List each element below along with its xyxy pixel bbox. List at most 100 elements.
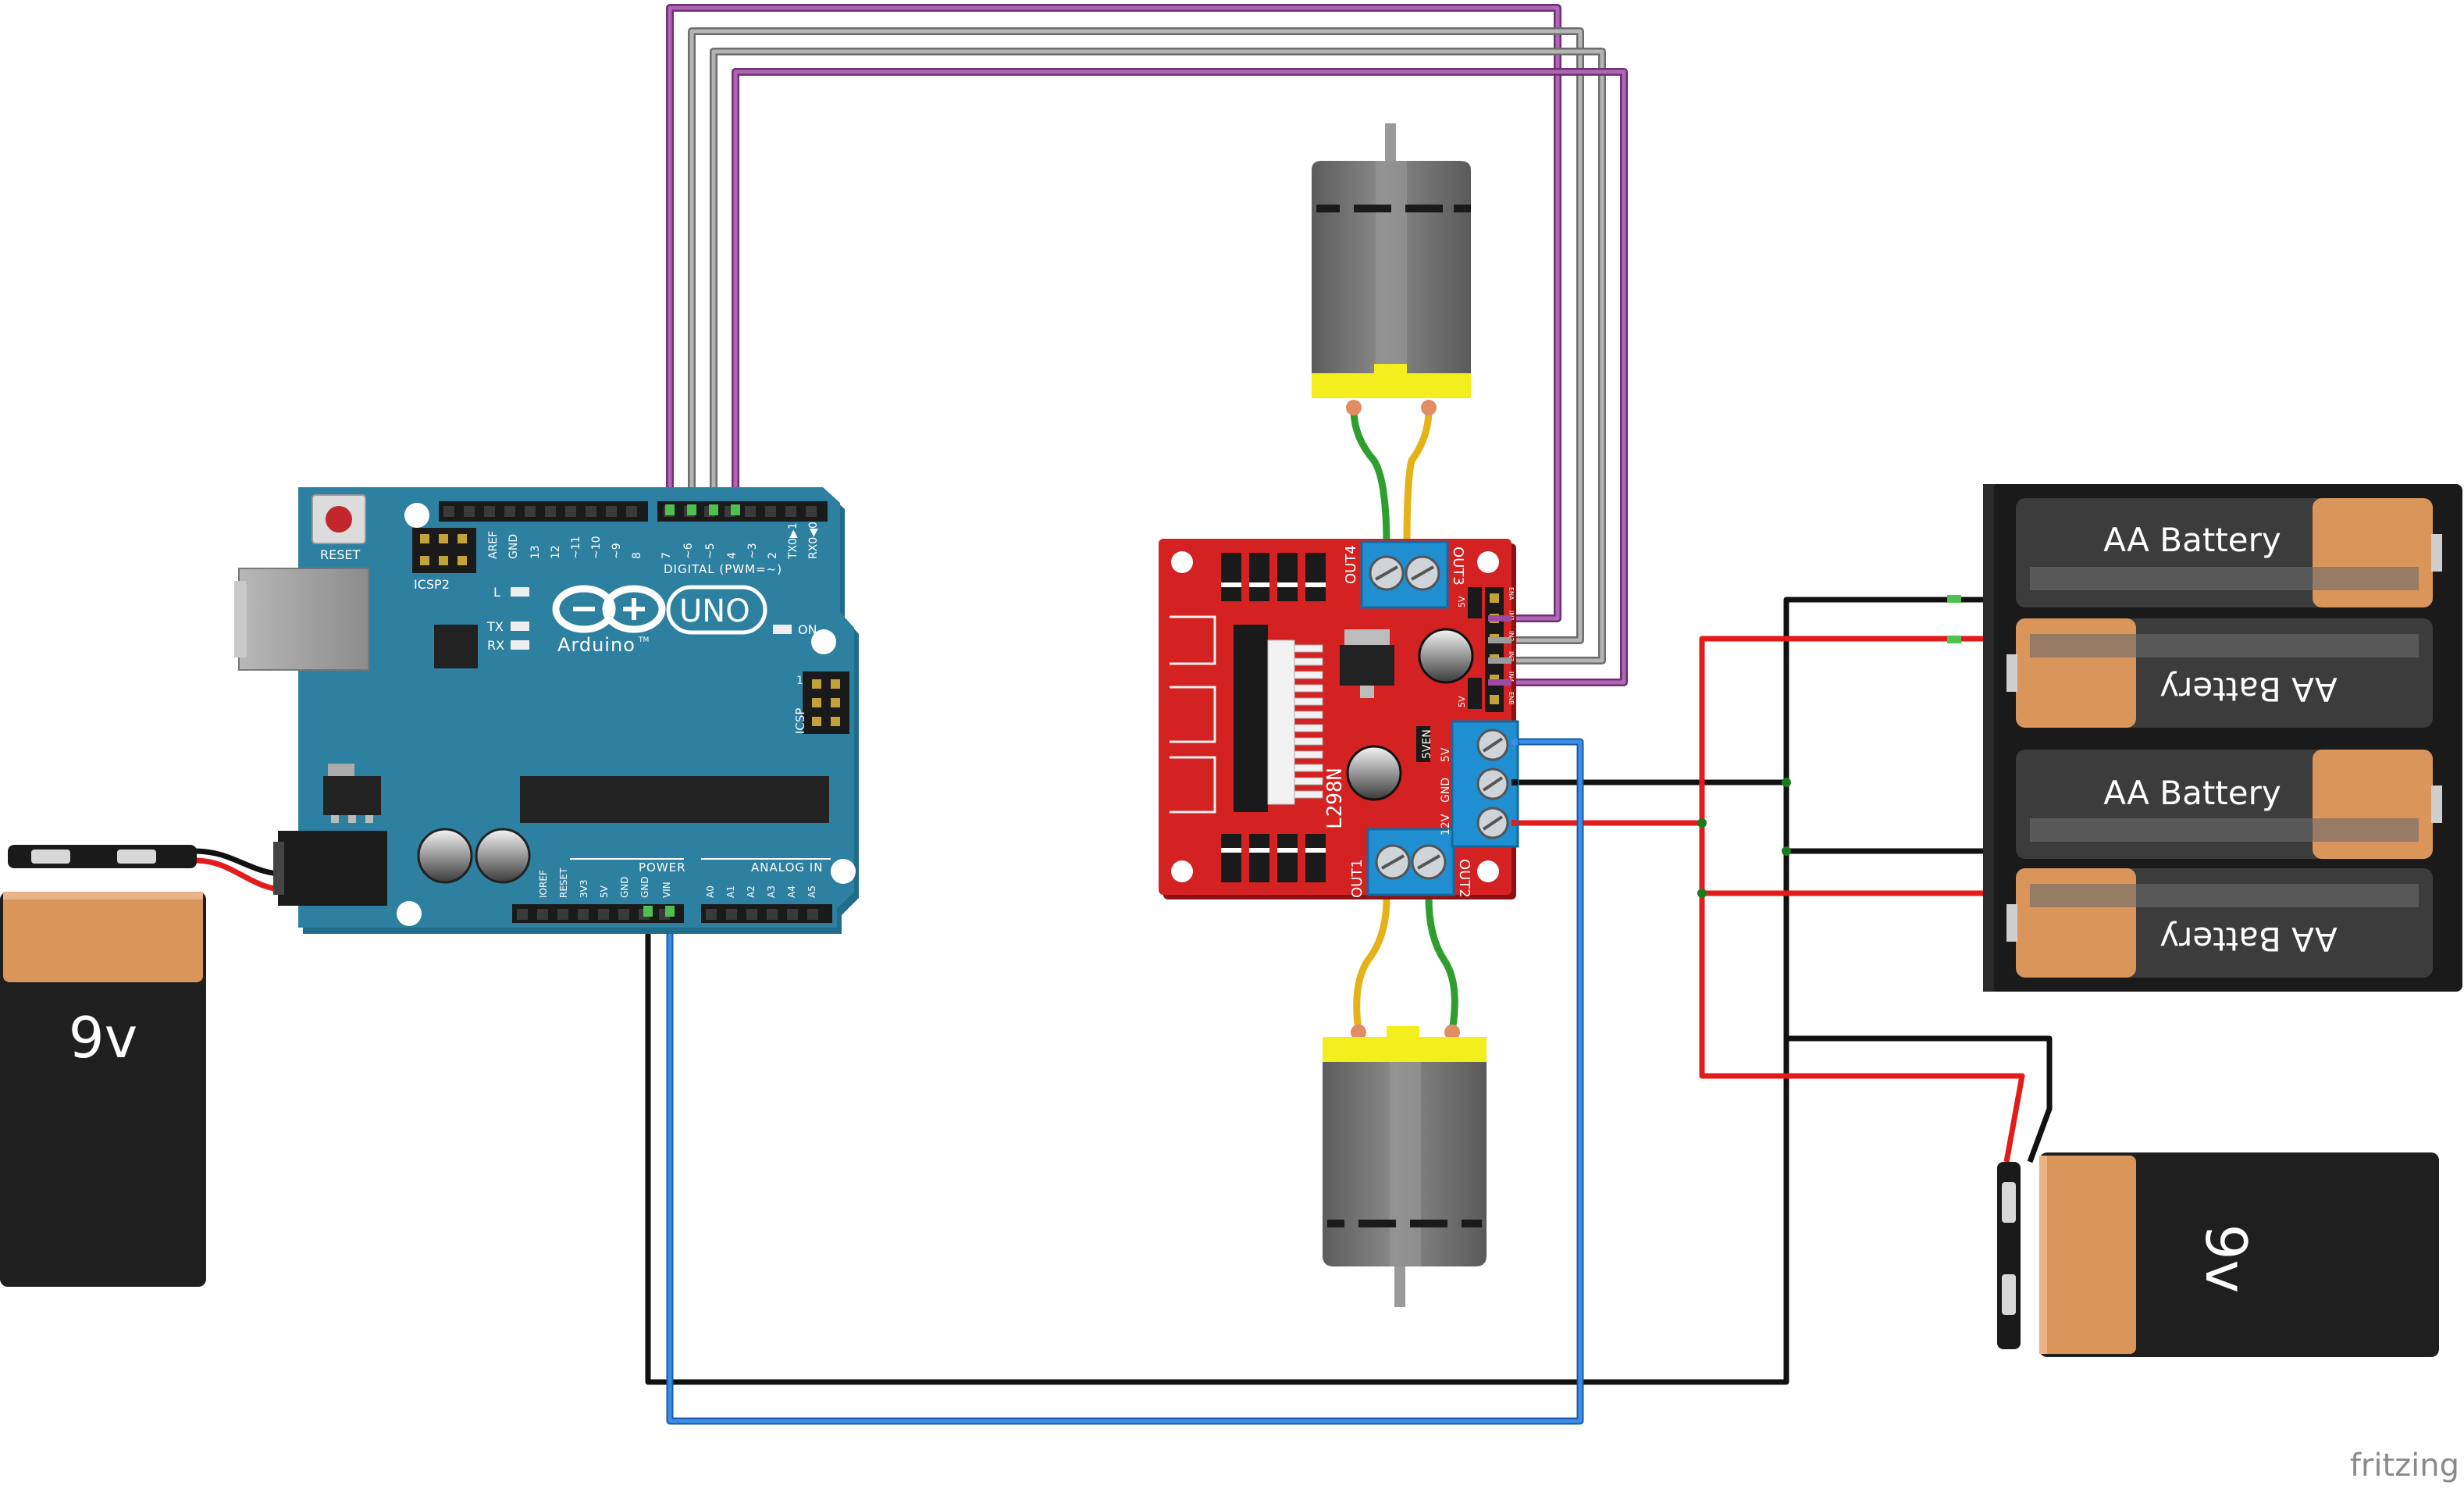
power-pin-label: IOREF bbox=[538, 870, 549, 898]
analog-pin-label: A2 bbox=[746, 885, 757, 898]
in4-label: IN4 bbox=[1508, 671, 1515, 682]
power-pin-label: RESET bbox=[558, 867, 569, 898]
aa-cell-1: AA Battery bbox=[2016, 498, 2442, 607]
12v-label: 12V bbox=[1440, 814, 1452, 835]
diodes-top bbox=[1221, 553, 1326, 601]
icsp-label: ICSP bbox=[793, 708, 807, 734]
aa-cell-2: AA Battery bbox=[2006, 618, 2433, 728]
digital-pin-label: RX0◀0 bbox=[807, 522, 820, 559]
header-socket bbox=[726, 909, 737, 920]
heatsink-fin bbox=[1294, 644, 1323, 653]
header-socket bbox=[746, 909, 757, 920]
digital-pin-label: 4 bbox=[726, 552, 739, 559]
digital-pin-label: ~11 bbox=[570, 536, 582, 559]
arduino-brand-label: Arduino bbox=[557, 634, 636, 656]
regulator-78m05 bbox=[1340, 629, 1394, 698]
terminal-power bbox=[1451, 720, 1519, 848]
digital-pin-label: 8 bbox=[631, 552, 643, 559]
5v-label: 5V bbox=[1440, 747, 1452, 762]
battery-9v-right: 9v bbox=[1997, 1152, 2439, 1357]
heatsink-fin bbox=[1294, 684, 1323, 693]
digital-pin-label: 12 bbox=[550, 545, 562, 559]
power-label: POWER bbox=[639, 860, 686, 875]
arduino-wire-ends bbox=[643, 504, 740, 917]
icsp-header: ICSP 1 bbox=[793, 671, 849, 734]
digital-header bbox=[439, 501, 828, 522]
battery-left-label: 9v bbox=[69, 1005, 137, 1070]
digital-pin-label: ~5 bbox=[704, 543, 717, 559]
header-socket bbox=[807, 909, 818, 920]
ena-label: ENA bbox=[1508, 587, 1515, 600]
analog-pin-label: A4 bbox=[786, 885, 797, 898]
battery-right-label: 9v bbox=[2193, 1224, 2259, 1293]
header-socket bbox=[785, 506, 796, 517]
digital-pin-label: ~6 bbox=[682, 543, 695, 559]
icsp2-header: ICSP2 bbox=[412, 528, 476, 592]
heatsink-fin bbox=[1294, 737, 1323, 746]
header-socket bbox=[626, 506, 637, 517]
gnd-label-digital: GND bbox=[507, 534, 520, 559]
analog-pin-label: A1 bbox=[725, 885, 736, 898]
analog-in-label: ANALOG IN bbox=[751, 860, 823, 875]
driver-wire-ends bbox=[1488, 615, 1518, 826]
header-socket bbox=[598, 909, 609, 920]
dc-power-jack bbox=[278, 831, 387, 906]
battery-9v-left: 9v bbox=[0, 845, 206, 1287]
wire-12v-bus bbox=[1699, 636, 2025, 1163]
header-socket bbox=[545, 506, 556, 517]
heatsink-fin bbox=[1294, 724, 1323, 732]
digital-pwm-label: DIGITAL (PWM=~) bbox=[664, 562, 782, 576]
analog-pin-label: A5 bbox=[806, 885, 817, 898]
analog-pin-label: A0 bbox=[705, 885, 716, 898]
digital-pin-label: 13 bbox=[529, 545, 542, 559]
heatsink-fin bbox=[1294, 671, 1323, 679]
aa-battery-pack: AA Battery AA Battery AA Battery AA Batt… bbox=[1947, 484, 2462, 992]
digital-pin-label: TX0▶1 bbox=[787, 522, 799, 560]
usb-chip bbox=[434, 625, 478, 668]
header-socket bbox=[706, 909, 717, 920]
chip-label: L298N bbox=[1323, 768, 1347, 829]
header-socket bbox=[504, 506, 515, 517]
heatsink-fin bbox=[1294, 657, 1323, 666]
out3-label: OUT3 bbox=[1450, 547, 1466, 586]
aa-cell-4-label: AA Battery bbox=[2160, 920, 2337, 958]
header-socket bbox=[557, 909, 568, 920]
led-on-label: ON bbox=[798, 622, 817, 637]
uno-label: UNO bbox=[679, 593, 750, 629]
header-socket bbox=[586, 506, 596, 517]
header-socket bbox=[806, 506, 817, 517]
power-pin-label: VIN bbox=[661, 882, 672, 898]
arduino-tm-label: TM bbox=[638, 636, 649, 644]
driver-capacitor bbox=[1418, 628, 1474, 684]
led-tx-label: TX bbox=[486, 619, 504, 634]
capacitor bbox=[417, 828, 473, 884]
5ven-label: 5VEN bbox=[1421, 729, 1433, 759]
icsp2-label: ICSP2 bbox=[414, 577, 450, 592]
diodes-bottom bbox=[1221, 834, 1326, 882]
dc-motor-top bbox=[1312, 123, 1471, 415]
aa-cell-2-label: AA Battery bbox=[2160, 670, 2337, 708]
power-pin-label: GND bbox=[639, 876, 650, 898]
header-socket bbox=[606, 506, 617, 517]
5ven-jumper bbox=[1416, 726, 1430, 762]
wire-motor-bottom-green bbox=[1353, 897, 1390, 1031]
header-socket bbox=[525, 506, 536, 517]
wire-ground-bus bbox=[645, 597, 1983, 1385]
in2-label: IN2 bbox=[1508, 631, 1515, 641]
out2-label: OUT2 bbox=[1456, 859, 1472, 898]
power-pin-label: GND bbox=[619, 876, 630, 898]
header-socket bbox=[443, 506, 454, 517]
analog-pin-label: A3 bbox=[766, 885, 777, 898]
arduino-logo: UNO Arduino TM bbox=[552, 585, 767, 656]
aa-cell-3-label: AA Battery bbox=[2103, 774, 2281, 812]
terminal-out1-out2 bbox=[1366, 828, 1455, 896]
terminal-out4-out3 bbox=[1360, 540, 1449, 609]
heatsink-fin bbox=[1294, 711, 1323, 719]
header-socket bbox=[787, 909, 798, 920]
gnd-label: GND bbox=[1440, 778, 1452, 803]
heatsink-fin bbox=[1294, 777, 1323, 785]
fritzing-watermark: fritzing bbox=[2350, 1448, 2459, 1484]
led-l-label: L bbox=[493, 585, 500, 600]
header-socket bbox=[767, 909, 778, 920]
